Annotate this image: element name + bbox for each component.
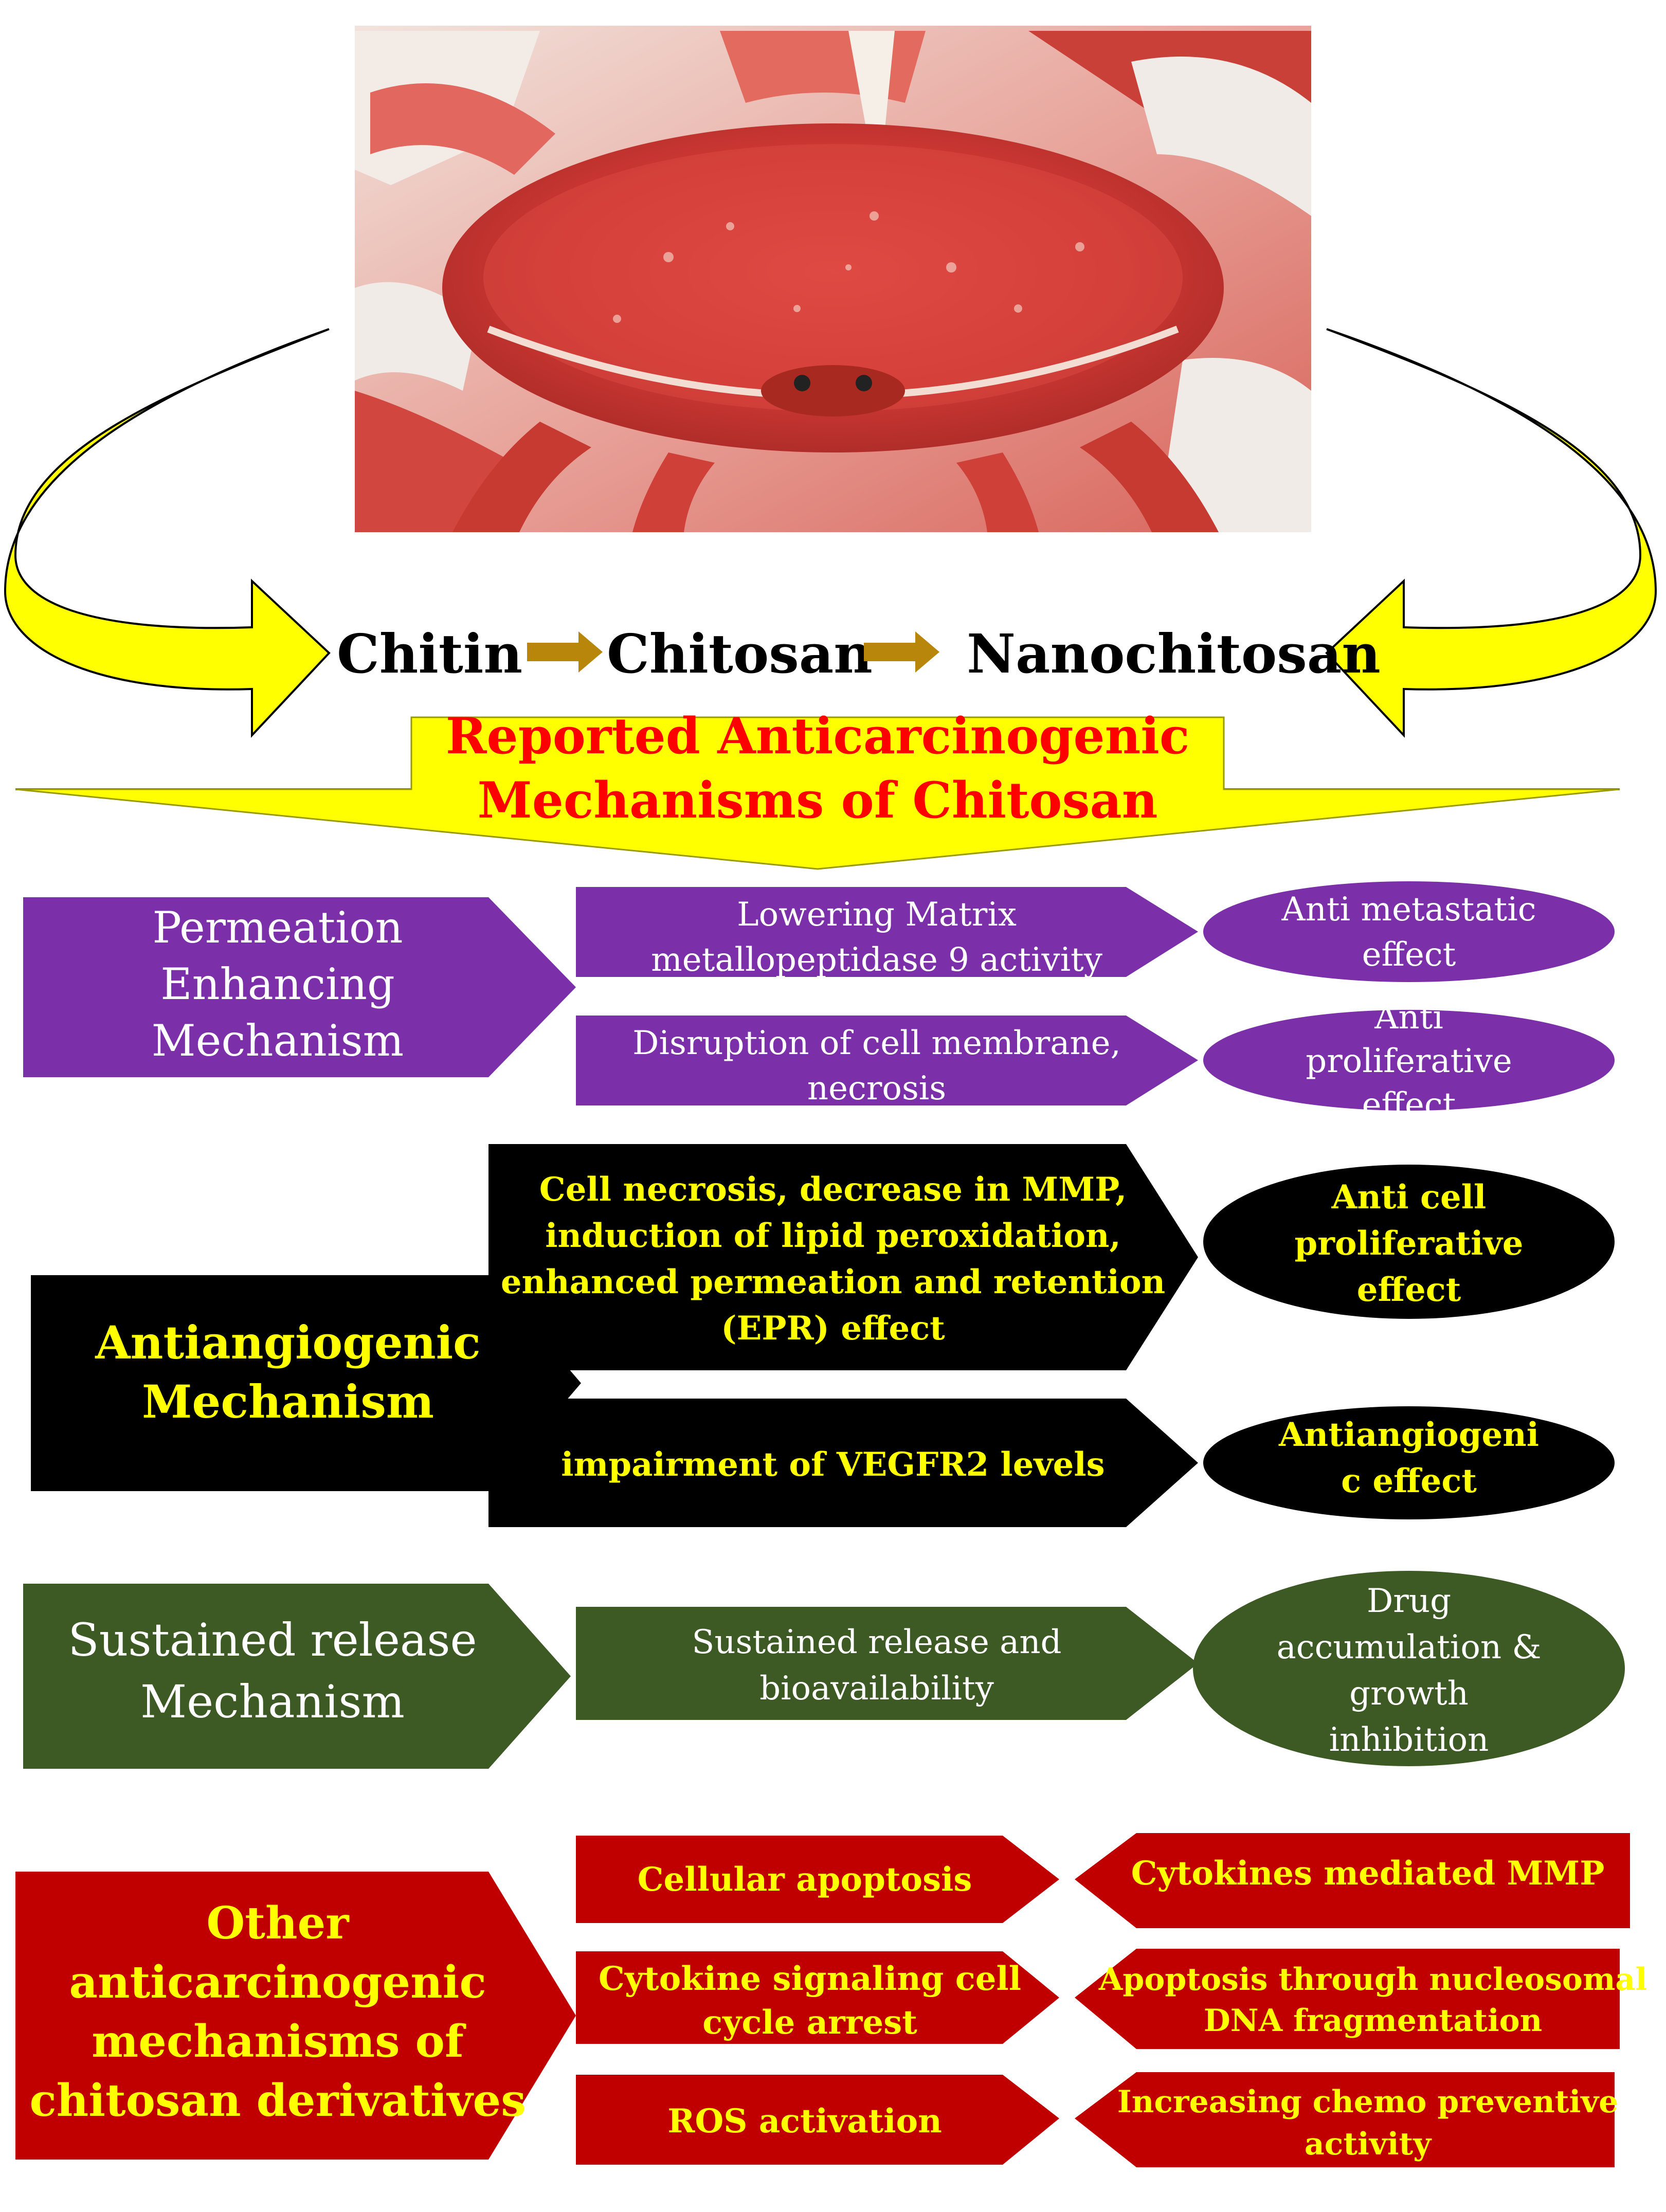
- permeation-title-line2: Enhancing: [160, 959, 394, 1009]
- flow-chitosan: Chitosan: [607, 622, 873, 685]
- sustained-mechanism-line2: bioavailability: [759, 1670, 994, 1708]
- other-right-box-2: [1075, 1949, 1620, 2049]
- other-left-box-2: [576, 1951, 1059, 2044]
- other-right-2-line2: DNA fragmentation: [1204, 2003, 1543, 2039]
- permeation-title-line1: Permeation: [152, 902, 403, 953]
- permeation-title-box: [23, 897, 576, 1077]
- antiangiogenic-effect-ellipse-1: [1203, 1165, 1615, 1319]
- flow-chitin: Chitin: [337, 622, 522, 685]
- other-section: Other anticarcinogenic mechanisms of chi…: [15, 1833, 1647, 2167]
- other-title-line3: mechanisms of: [92, 2016, 466, 2068]
- antiangiogenic-mechanism-1-line1: Cell necrosis, decrease in MMP,: [539, 1170, 1127, 1209]
- permeation-title-line3: Mechanism: [152, 1016, 404, 1066]
- antiangiogenic-title-line1: Antiangiogenic: [95, 1316, 481, 1369]
- other-right-3-line2: activity: [1305, 2126, 1432, 2162]
- banner-arrow: [15, 716, 1620, 870]
- other-left-1-line1: Cellular apoptosis: [638, 1860, 972, 1899]
- other-left-3-line1: ROS activation: [667, 2102, 942, 2141]
- permeation-effect-ellipse-1: [1203, 881, 1615, 982]
- flow-nanochitosan: Nanochitosan: [967, 622, 1381, 685]
- sustained-mechanism-line1: Sustained release and: [692, 1623, 1061, 1661]
- sustained-effect-line3: growth: [1349, 1675, 1469, 1713]
- other-right-1-line1: Cytokines mediated MMP: [1131, 1854, 1605, 1893]
- antiangiogenic-effect-1-line3: effect: [1357, 1271, 1461, 1309]
- antiangiogenic-effect-2-line2: c effect: [1341, 1462, 1477, 1500]
- permeation-effect-2-line2: proliferative: [1306, 1042, 1512, 1080]
- permeation-mechanism-2-line1: Disruption of cell membrane,: [632, 1024, 1121, 1062]
- other-title-line2: anticarcinogenic: [69, 1956, 486, 2008]
- antiangiogenic-section: Antiangiogenic Mechanism Cell necrosis, …: [31, 1144, 1615, 1527]
- other-right-2-line1: Apoptosis through nucleosomal: [1098, 1962, 1647, 1998]
- other-right-box-3: [1075, 2072, 1615, 2167]
- other-title-line1: Other: [206, 1897, 350, 1949]
- permeation-effect-2-line3: effect: [1362, 1086, 1456, 1124]
- sustained-title-line2: Mechanism: [140, 1675, 405, 1728]
- flow-arrow-1: [527, 631, 603, 673]
- antiangiogenic-title-line2: Mechanism: [142, 1375, 434, 1428]
- banner-title-line2: Mechanisms of Chitosan: [478, 771, 1158, 829]
- sustained-mechanism-box: [576, 1607, 1198, 1720]
- antiangiogenic-mechanism-1-line3: enhanced permeation and retention: [501, 1263, 1165, 1301]
- permeation-effect-2-line1: Anti: [1374, 999, 1443, 1037]
- other-left-box-1: [576, 1836, 1059, 1923]
- antiangiogenic-effect-ellipse-2: [1203, 1406, 1615, 1519]
- permeation-section: Permeation Enhancing Mechanism Lowering …: [23, 881, 1615, 1124]
- antiangiogenic-mechanism-2-line1: impairment of VEGFR2 levels: [561, 1445, 1104, 1484]
- antiangiogenic-effect-1-line1: Anti cell: [1331, 1178, 1487, 1217]
- antiangiogenic-mechanism-1-line2: induction of lipid peroxidation,: [545, 1217, 1121, 1255]
- permeation-effect-1-line1: Anti metastatic: [1281, 891, 1536, 929]
- other-right-box-1: [1075, 1833, 1630, 1928]
- flow-arrow-2: [864, 631, 939, 673]
- sustained-section: Sustained release Mechanism Sustained re…: [23, 1571, 1625, 1769]
- other-right-3-line1: Increasing chemo preventive: [1117, 2084, 1619, 2120]
- antiangiogenic-mechanism-box-2: [488, 1399, 1198, 1527]
- other-left-2-line2: cycle arrest: [702, 2003, 917, 2042]
- other-title-line4: chitosan derivatives: [29, 2075, 526, 2127]
- sustained-effect-line1: Drug: [1367, 1582, 1451, 1620]
- antiangiogenic-title-box: [31, 1275, 581, 1491]
- banner-title-line1: Reported Anticarcinogenic: [446, 707, 1190, 765]
- permeation-mechanism-box-2: [576, 1016, 1198, 1105]
- antiangiogenic-mechanism-box-1: [488, 1144, 1198, 1370]
- sustained-title-box: [23, 1584, 571, 1769]
- crab-photo: [355, 26, 1311, 532]
- sustained-title-line1: Sustained release: [68, 1613, 477, 1666]
- other-left-box-3: [576, 2075, 1059, 2165]
- permeation-mechanism-1-line1: Lowering Matrix: [737, 896, 1017, 934]
- antiangiogenic-effect-2-line1: Antiangiogeni: [1278, 1416, 1539, 1454]
- sustained-effect-line4: inhibition: [1329, 1721, 1489, 1759]
- sustained-effect-ellipse: [1193, 1571, 1625, 1766]
- permeation-mechanism-2-line2: necrosis: [807, 1069, 946, 1108]
- permeation-mechanism-box-1: [576, 887, 1198, 977]
- other-title-box: [15, 1872, 576, 2160]
- sustained-effect-line2: accumulation &: [1277, 1628, 1542, 1666]
- antiangiogenic-mechanism-1-line4: (EPR) effect: [721, 1309, 945, 1348]
- permeation-effect-1-line2: effect: [1362, 936, 1456, 974]
- other-left-2-line1: Cytokine signaling cell: [599, 1960, 1021, 1998]
- permeation-effect-ellipse-2: [1203, 1010, 1615, 1111]
- antiangiogenic-effect-1-line2: proliferative: [1295, 1224, 1524, 1263]
- left-curved-arrow: [4, 328, 331, 738]
- right-curved-arrow: [1325, 328, 1657, 738]
- permeation-mechanism-1-line2: metallopeptidase 9 activity: [651, 941, 1102, 979]
